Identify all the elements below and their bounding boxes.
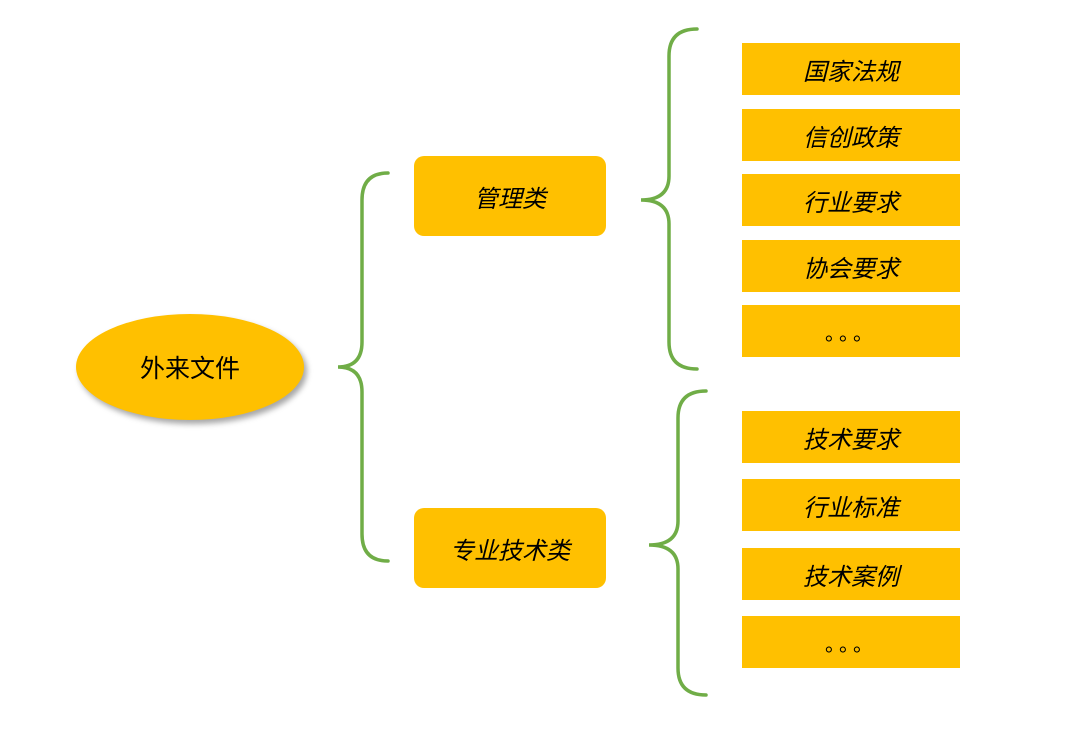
leaf-label: 行业标准 bbox=[803, 493, 899, 522]
leaf-node: 技术案例 bbox=[742, 548, 960, 600]
root-node: 外来文件 bbox=[76, 314, 304, 420]
leaf-node-ellipsis: 。。。 bbox=[742, 305, 960, 357]
leaf-label: 国家法规 bbox=[803, 57, 899, 86]
leaf-node: 行业标准 bbox=[742, 479, 960, 531]
leaf-node: 信创政策 bbox=[742, 109, 960, 161]
leaf-label: 行业要求 bbox=[803, 188, 899, 217]
leaf-node-ellipsis: 。。。 bbox=[742, 616, 960, 668]
leaf-node: 技术要求 bbox=[742, 411, 960, 463]
leaf-node: 国家法规 bbox=[742, 43, 960, 95]
leaf-label: 信创政策 bbox=[803, 123, 899, 152]
category-node-technical: 专业技术类 bbox=[414, 508, 606, 588]
leaf-label: 协会要求 bbox=[803, 254, 899, 283]
management-brace bbox=[640, 27, 699, 371]
leaf-label: 。。。 bbox=[825, 631, 877, 656]
leaf-node: 行业要求 bbox=[742, 174, 960, 226]
leaf-label: 。。。 bbox=[825, 320, 877, 345]
leaf-node: 协会要求 bbox=[742, 240, 960, 292]
category-label-management: 管理类 bbox=[474, 184, 546, 213]
root-node-label: 外来文件 bbox=[139, 354, 240, 383]
category-node-management: 管理类 bbox=[414, 156, 606, 236]
root-brace bbox=[337, 171, 390, 563]
technical-brace bbox=[648, 389, 708, 697]
leaf-label: 技术要求 bbox=[803, 425, 899, 454]
category-label-technical: 专业技术类 bbox=[450, 536, 570, 565]
leaf-label: 技术案例 bbox=[803, 562, 899, 591]
